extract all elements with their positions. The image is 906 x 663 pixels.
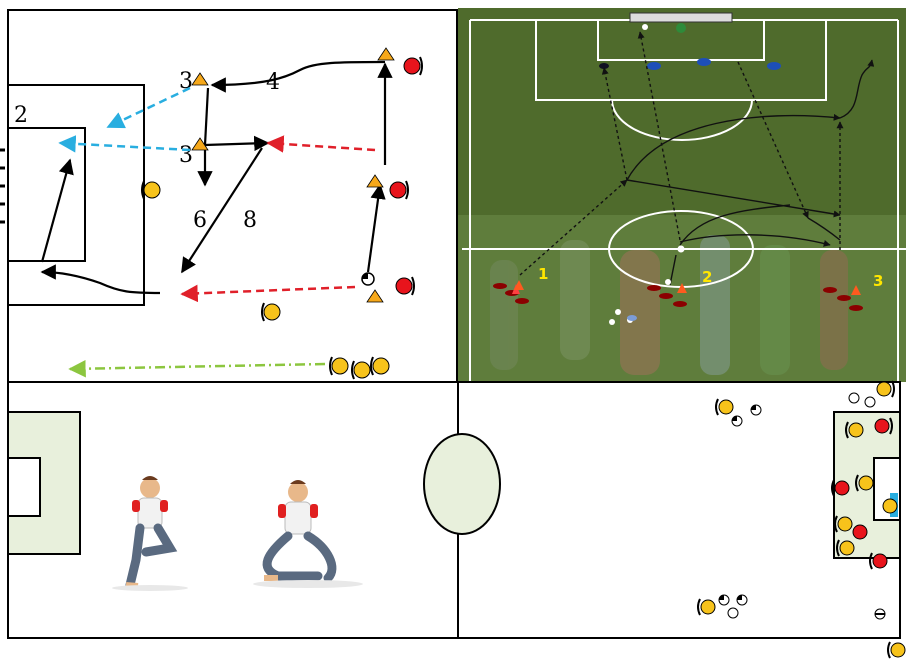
player-yellow-icon [836, 539, 855, 557]
cones [191, 47, 395, 303]
player-yellow-icon [329, 356, 349, 376]
waiting-yellow-row [329, 356, 390, 380]
cone-icon [366, 174, 384, 188]
goal-area [7, 127, 86, 262]
red-passes [180, 135, 376, 303]
player-red-icon [852, 524, 868, 540]
group-label-2: 2 [702, 268, 712, 286]
player-yellow-icon [697, 598, 716, 616]
center-circle [423, 433, 501, 535]
ball-icon [848, 392, 860, 404]
blue-pass-upper [106, 86, 191, 129]
photo-pitch-panel: 1 2 3 [458, 8, 906, 382]
ball-icon [665, 279, 671, 285]
cone-icon [851, 285, 861, 295]
pass-arrow-3-right [204, 135, 270, 152]
label-4: 4 [266, 70, 280, 95]
ball-icon [642, 24, 648, 30]
group-2-players [609, 279, 687, 325]
ball-icon [361, 272, 375, 286]
ball-icon [864, 396, 876, 408]
label-8: 8 [243, 208, 257, 233]
group-3-players [823, 285, 863, 311]
red-pass-upper [266, 135, 376, 153]
goal-net [629, 12, 733, 23]
photo-run-lines [519, 31, 875, 286]
stretching-figure-icon [253, 480, 363, 588]
cone-icon [191, 137, 209, 151]
cone-icon [514, 280, 524, 290]
player-red-icon [874, 417, 893, 435]
player-yellow-icon [834, 515, 853, 533]
player-red-icon [395, 276, 415, 296]
full-pitch-bottom [7, 380, 906, 659]
pass-arrow-left-up [40, 158, 74, 263]
left-goal-area [7, 457, 41, 517]
group-label-3: 3 [873, 272, 883, 290]
run-arrows [40, 60, 393, 295]
player-red-icon [389, 180, 409, 200]
run-arrow-bottom-left [40, 264, 161, 295]
label-6: 6 [193, 208, 207, 233]
player-yellow-icon [882, 498, 898, 514]
group-label-1: 1 [538, 265, 548, 283]
cone-icon [677, 283, 687, 293]
cone-icon [191, 72, 209, 86]
player-red-icon [869, 552, 888, 570]
blue-passes [58, 86, 191, 153]
ball-icon [731, 415, 743, 427]
ball-icon [727, 607, 739, 619]
cone-icon [377, 47, 395, 61]
cone-icon [366, 289, 384, 303]
goalkeeper-icon [676, 23, 686, 33]
player-yellow-icon [855, 474, 874, 492]
run-arrow-4 [210, 60, 386, 93]
pass-arrow-8 [181, 147, 263, 274]
ball-icon [874, 608, 886, 620]
ball-icon [609, 319, 615, 325]
player-red-icon [831, 479, 850, 497]
green-run-upper [68, 359, 326, 378]
drill-panel-top-left: 2 3 3 4 6 8 [0, 9, 458, 415]
player-yellow-icon [845, 421, 864, 439]
player-yellow-icon [876, 380, 895, 398]
ball-icon [615, 309, 621, 315]
stretching-figure-icon [112, 476, 188, 591]
ball-icon [750, 404, 762, 416]
ball-icon [718, 594, 730, 606]
player-yellow-icon [141, 180, 161, 200]
label-3-mid: 3 [179, 143, 193, 168]
player-red-icon [403, 56, 423, 76]
player-yellow-icon [261, 302, 281, 322]
label-2: 2 [14, 103, 28, 128]
defenders-blue [599, 58, 781, 70]
goal-marks [0, 148, 5, 224]
group-1-players [493, 280, 529, 304]
player-yellow-icon [887, 641, 906, 659]
blue-pass-lower [58, 135, 191, 153]
player-yellow-icon [715, 398, 734, 416]
background-people [490, 235, 848, 375]
run-arrow-ball-up [366, 183, 386, 273]
red-pass-lower [180, 284, 356, 303]
player-yellow-icon [370, 356, 390, 376]
player-yellow-icon [351, 360, 371, 380]
ball-icon [736, 594, 748, 606]
